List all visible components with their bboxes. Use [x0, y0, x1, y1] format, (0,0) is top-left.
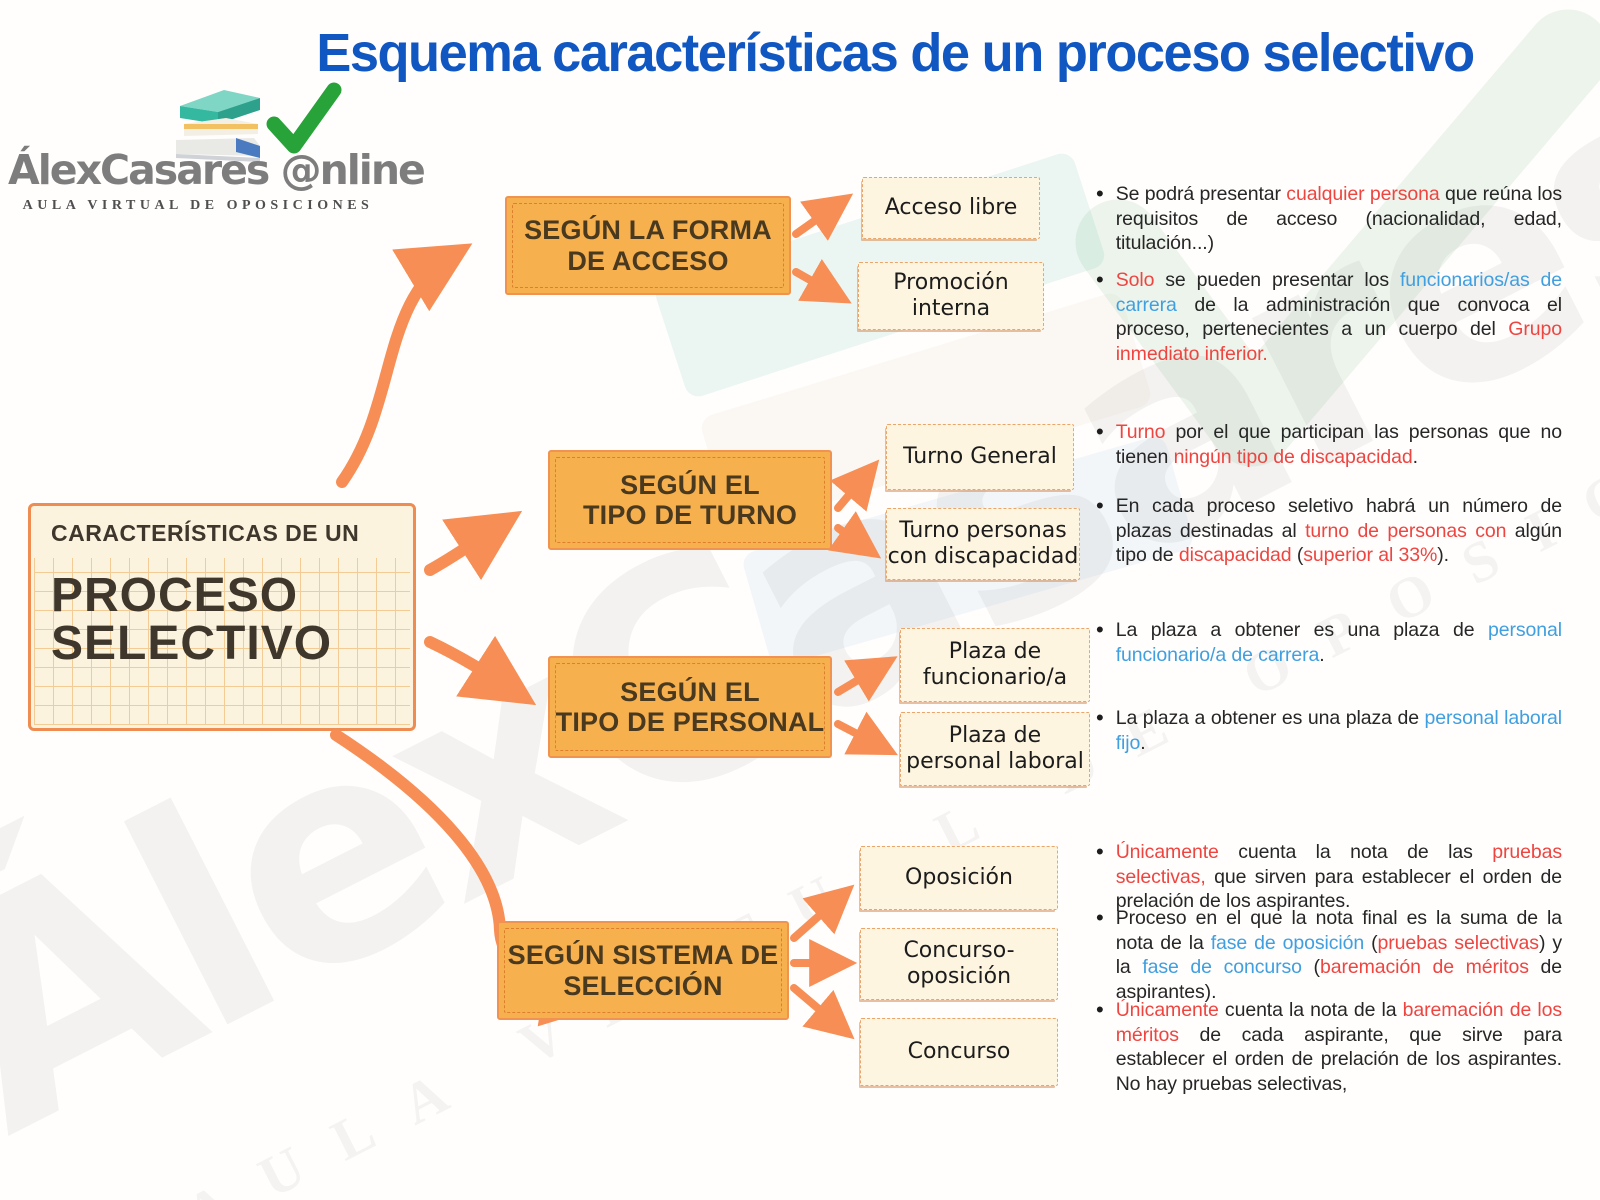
- branch-box-sistema-de-seleccion: SEGÚN SISTEMA DE SELECCIÓN: [497, 921, 789, 1020]
- branch-box-tipo-de-turno: SEGÚN EL TIPO DE TURNO: [548, 450, 832, 550]
- bullet-text: La plaza a obtener es una plaza de perso…: [1115, 707, 1562, 754]
- leaf-box-turno-discapacidad: Turno personas con discapacidad: [886, 508, 1080, 580]
- bullet-acceso-libre: Se podrá presentar cualquier persona que…: [1096, 182, 1562, 256]
- bullet-promocion-interna: Solo se pueden presentar los funcionario…: [1096, 268, 1562, 366]
- branch-box-tipo-de-personal: SEGÚN EL TIPO DE PERSONAL: [548, 656, 832, 758]
- arrow-to-oposicion: [790, 884, 855, 942]
- root-node-kicker: CARACTERÍSTICAS DE UN: [51, 520, 360, 546]
- brand-name: ÁlexCasares @nline: [8, 146, 426, 194]
- leaf-box-plaza-laboral: Plaza de personal laboral: [900, 712, 1090, 786]
- leaf-box-turno-general: Turno General: [886, 424, 1074, 490]
- bullet-turno-discapacidad: En cada proceso seletivo habrá un número…: [1096, 494, 1562, 568]
- bullet-oposicion: Únicamente cuenta la nota de las pruebas…: [1096, 840, 1562, 914]
- branch-box-forma-de-acceso: SEGÚN LA FORMA DE ACCESO: [505, 196, 791, 295]
- arrow-to-concurso: [790, 984, 855, 1040]
- leaf-box-oposicion: Oposición: [860, 846, 1058, 910]
- bullet-text: La plaza a obtener es una plaza de perso…: [1115, 619, 1562, 666]
- bullet-text: Turno por el que participan las personas…: [1115, 421, 1562, 468]
- green-check-icon: [266, 82, 342, 154]
- page-title: Esquema características de un proceso se…: [316, 23, 1475, 83]
- leaf-box-acceso-libre: Acceso libre: [862, 177, 1040, 239]
- bullet-text: Únicamente cuenta la nota de las pruebas…: [1115, 841, 1562, 912]
- grid-paper-texture: [34, 558, 410, 725]
- bullet-turno-general: Turno por el que participan las personas…: [1096, 420, 1562, 469]
- bullet-concurso: Únicamente cuenta la nota de la baremaci…: [1096, 998, 1562, 1096]
- arrow-to-promocion-interna: [792, 258, 852, 304]
- arrow-root-to-forma-de-acceso: [336, 243, 473, 488]
- bullet-text: Proceso en el que la nota final es la su…: [1115, 907, 1562, 1003]
- root-node-title: PROCESO SELECTIVO: [51, 569, 333, 670]
- arrow-to-turno-general: [829, 459, 880, 512]
- books-stack-icon: [176, 90, 260, 162]
- arrow-root-to-tipo-de-personal: [424, 635, 537, 706]
- arrow-to-plaza-laboral: [834, 711, 898, 756]
- arrow-to-turno-discapacidad: [828, 511, 882, 559]
- arrow-to-plaza-funcionario: [834, 656, 898, 702]
- leaf-box-concurso: Concurso: [860, 1018, 1058, 1086]
- bullet-text: Solo se pueden presentar los funcionario…: [1115, 269, 1563, 365]
- bullet-plaza-funcionario: La plaza a obtener es una plaza de perso…: [1096, 618, 1562, 667]
- bullet-concurso-oposicion: Proceso en el que la nota final es la su…: [1096, 906, 1562, 1004]
- arrow-root-to-tipo-de-turno: [424, 510, 523, 581]
- bullet-text: En cada proceso seletivo habrá un número…: [1115, 495, 1563, 566]
- brand-tagline: AULA VIRTUAL DE OPOSICIONES: [22, 198, 374, 213]
- leaf-box-concurso-oposicion: Concurso- oposición: [860, 928, 1058, 1000]
- root-node-proceso-selectivo: CARACTERÍSTICAS DE UN PROCESO SELECTIVO: [28, 503, 416, 731]
- bullet-plaza-laboral: La plaza a obtener es una plaza de perso…: [1096, 706, 1562, 755]
- arrow-to-acceso-libre: [792, 193, 854, 241]
- leaf-box-plaza-funcionario: Plaza de funcionario/a: [900, 628, 1090, 702]
- bullet-text: Únicamente cuenta la nota de la baremaci…: [1115, 999, 1562, 1095]
- bullet-text: Se podrá presentar cualquier persona que…: [1115, 183, 1562, 254]
- leaf-box-promocion-interna: Promoción interna: [858, 262, 1044, 330]
